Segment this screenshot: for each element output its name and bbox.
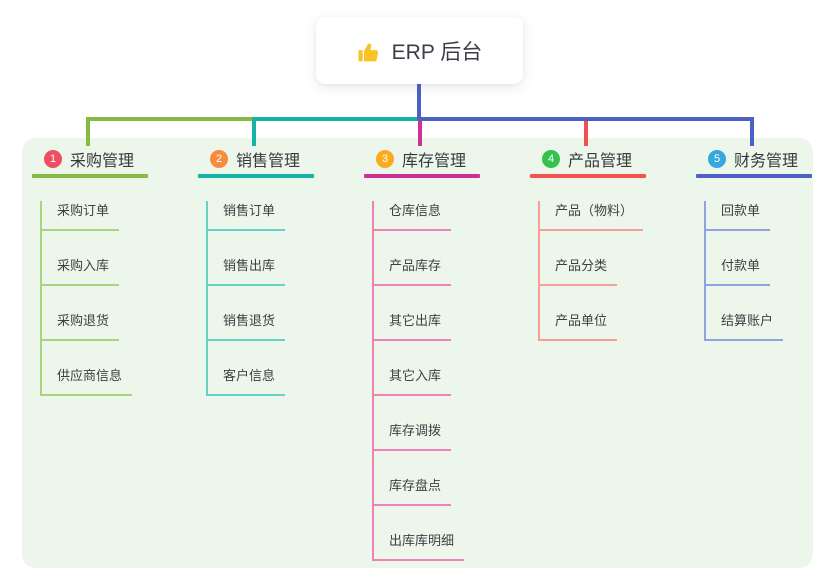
child-node[interactable]: 产品单位 [538,311,618,341]
child-node[interactable]: 出库库明细 [372,531,465,561]
branch-underline [530,174,646,178]
child-node[interactable]: 采购退货 [40,311,120,341]
child-node[interactable]: 采购入库 [40,256,120,286]
child-node[interactable]: 回款单 [704,201,771,231]
thumbs-up-icon [358,43,378,61]
branch-underline [364,174,480,178]
child-node[interactable]: 销售出库 [206,256,286,286]
branch-children: 产品（物料） 产品分类产品单位 [530,201,644,341]
branch-node[interactable]: 4 产品管理 [530,146,632,172]
branch-column-1: 1 采购管理 采购订单采购入库采购退货供应商信息 [32,146,192,396]
branch-column-4: 4 产品管理 产品（物料） 产品分类产品单位 [530,146,690,341]
child-node[interactable]: 产品库存 [372,256,452,286]
branch-number-badge: 4 [542,150,560,168]
branch-underline [198,174,314,178]
child-node[interactable]: 其它出库 [372,311,452,341]
branch-node[interactable]: 2 销售管理 [198,146,300,172]
child-node[interactable]: 结算账户 [704,311,784,341]
branch-title: 销售管理 [236,153,301,170]
branch-column-5: 5 财务管理 回款单付款单结算账户 [696,146,839,341]
child-node[interactable]: 库存盘点 [372,476,452,506]
branch-title: 产品管理 [568,153,633,170]
branch-node[interactable]: 3 库存管理 [364,146,466,172]
branch-children: 销售订单销售出库销售退货客户信息 [198,201,286,396]
branches-panel [22,138,813,568]
child-node[interactable]: 采购订单 [40,201,120,231]
child-node[interactable]: 产品分类 [538,256,618,286]
root-node[interactable]: ERP 后台 [316,17,523,84]
child-node[interactable]: 库存调拨 [372,421,452,451]
branch-number-badge: 3 [376,150,394,168]
branch-column-2: 2 销售管理 销售订单销售出库销售退货客户信息 [198,146,358,396]
child-node[interactable]: 产品（物料） [538,201,644,231]
child-node[interactable]: 销售退货 [206,311,286,341]
branch-node[interactable]: 5 财务管理 [696,146,798,172]
branch-title: 库存管理 [402,153,467,170]
branch-number-badge: 5 [708,150,726,168]
branch-number-badge: 2 [210,150,228,168]
child-node[interactable]: 付款单 [704,256,771,286]
root-node-title: ERP 后台 [391,40,483,64]
child-node[interactable]: 供应商信息 [40,366,133,396]
child-node[interactable]: 其它入库 [372,366,452,396]
child-node[interactable]: 销售订单 [206,201,286,231]
branch-title: 财务管理 [734,153,799,170]
branch-children: 回款单付款单结算账户 [696,201,784,341]
branch-children: 采购订单采购入库采购退货供应商信息 [32,201,133,396]
branch-underline [696,174,812,178]
branch-node[interactable]: 1 采购管理 [32,146,134,172]
branch-column-3: 3 库存管理 仓库信息产品库存其它出库其它入库库存调拨库存盘点出库库明细 [364,146,524,561]
branch-underline [32,174,148,178]
child-node[interactable]: 仓库信息 [372,201,452,231]
branch-children: 仓库信息产品库存其它出库其它入库库存调拨库存盘点出库库明细 [364,201,465,561]
branch-number-badge: 1 [44,150,62,168]
child-node[interactable]: 客户信息 [206,366,286,396]
branch-title: 采购管理 [70,153,135,170]
